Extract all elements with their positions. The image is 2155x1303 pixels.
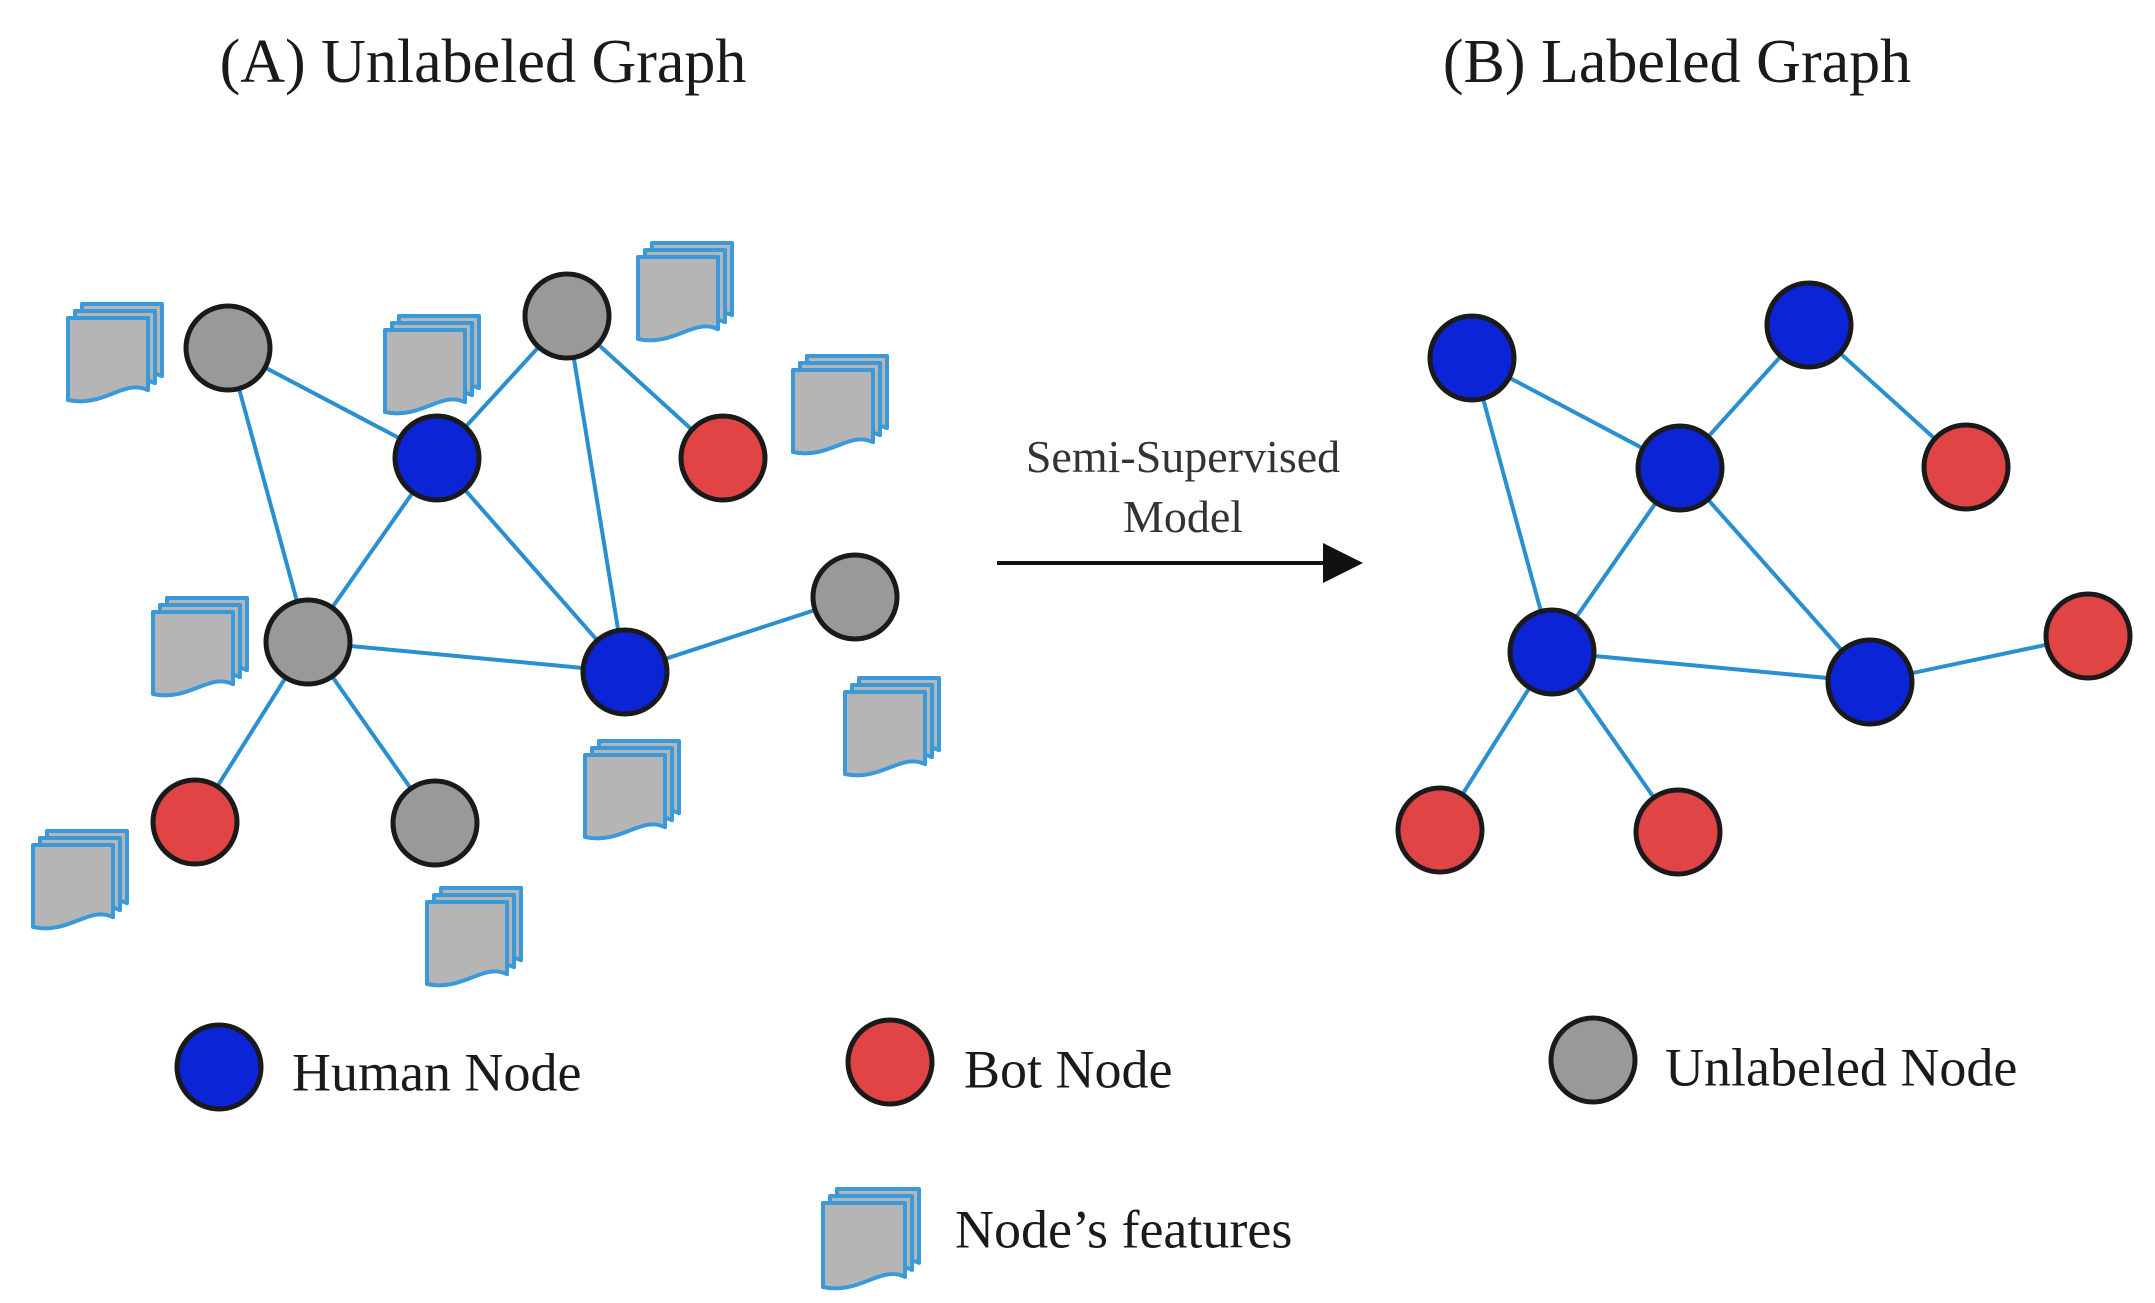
node-features-group — [31, 241, 941, 988]
graph-a-node-bot — [678, 413, 768, 503]
graph-b-edge — [1678, 466, 1872, 684]
graph-a-node-unlabeled — [263, 597, 353, 687]
node-features-icon — [583, 739, 681, 841]
node-features-icon — [151, 596, 249, 698]
graph-b-edge — [1551, 650, 1871, 684]
legend-human-swatch — [174, 1022, 264, 1112]
graph-b-node-human — [1427, 313, 1517, 403]
legend-unlabeled-label: Unlabeled Node — [1665, 1037, 2017, 1097]
node-features-icon — [66, 302, 164, 404]
legend-features-icon — [821, 1187, 921, 1291]
node-features-icon — [636, 241, 734, 343]
graph-a-edge — [226, 347, 310, 643]
graph-b-node-human — [1635, 423, 1725, 513]
graph-b-node-bot — [1395, 785, 1485, 875]
legend-human-label: Human Node — [292, 1042, 581, 1102]
node-features-icon — [383, 314, 481, 416]
graph-b-nodes — [1395, 280, 2133, 877]
graph-a-node-human — [392, 413, 482, 503]
legend-unlabeled-swatch — [1548, 1015, 1638, 1105]
graph-b-node-bot — [1633, 787, 1723, 877]
arrow-label-line2: Model — [1123, 491, 1243, 542]
graph-b-edge — [1470, 357, 1554, 653]
graph-a-node-human — [580, 627, 670, 717]
graph-b-edges — [1438, 323, 2089, 834]
graph-b-node-bot — [2043, 591, 2133, 681]
graph-a-node-unlabeled — [390, 778, 480, 868]
graph-b-node-human — [1764, 280, 1854, 370]
arrow-label-line1: Semi-Supervised — [1026, 431, 1340, 482]
graph-a-node-unlabeled — [810, 552, 900, 642]
graph-a-node-bot — [150, 777, 240, 867]
node-features-icon — [843, 676, 941, 778]
graph-a-edge — [565, 315, 627, 673]
graph-b-node-human — [1825, 637, 1915, 727]
graph-b-node-bot — [1921, 422, 2011, 512]
graph-a-nodes — [150, 271, 900, 868]
legend-features-icon — [821, 1187, 921, 1291]
legend-bot-label: Bot Node — [964, 1039, 1173, 1099]
semi-supervised-arrow: Semi-Supervised Model — [997, 431, 1363, 583]
graph-b-title: (B) Labeled Graph — [1443, 28, 1911, 96]
graph-a-node-unlabeled — [522, 271, 612, 361]
graph-a-edge — [435, 456, 627, 674]
graph-a-edge — [307, 640, 626, 674]
node-features-icon — [425, 886, 523, 988]
node-features-icon — [791, 354, 889, 456]
legend-bot-swatch — [845, 1017, 935, 1107]
legend: Human Node Bot Node Unlabeled Node Node’… — [174, 1015, 2017, 1291]
graph-a-edges — [193, 314, 856, 825]
node-features-icon — [31, 829, 129, 931]
graph-b-node-human — [1507, 607, 1597, 697]
legend-features-label: Node’s features — [955, 1199, 1292, 1259]
graph-a-title: (A) Unlabeled Graph — [220, 28, 747, 96]
graph-a-node-unlabeled — [183, 303, 273, 393]
